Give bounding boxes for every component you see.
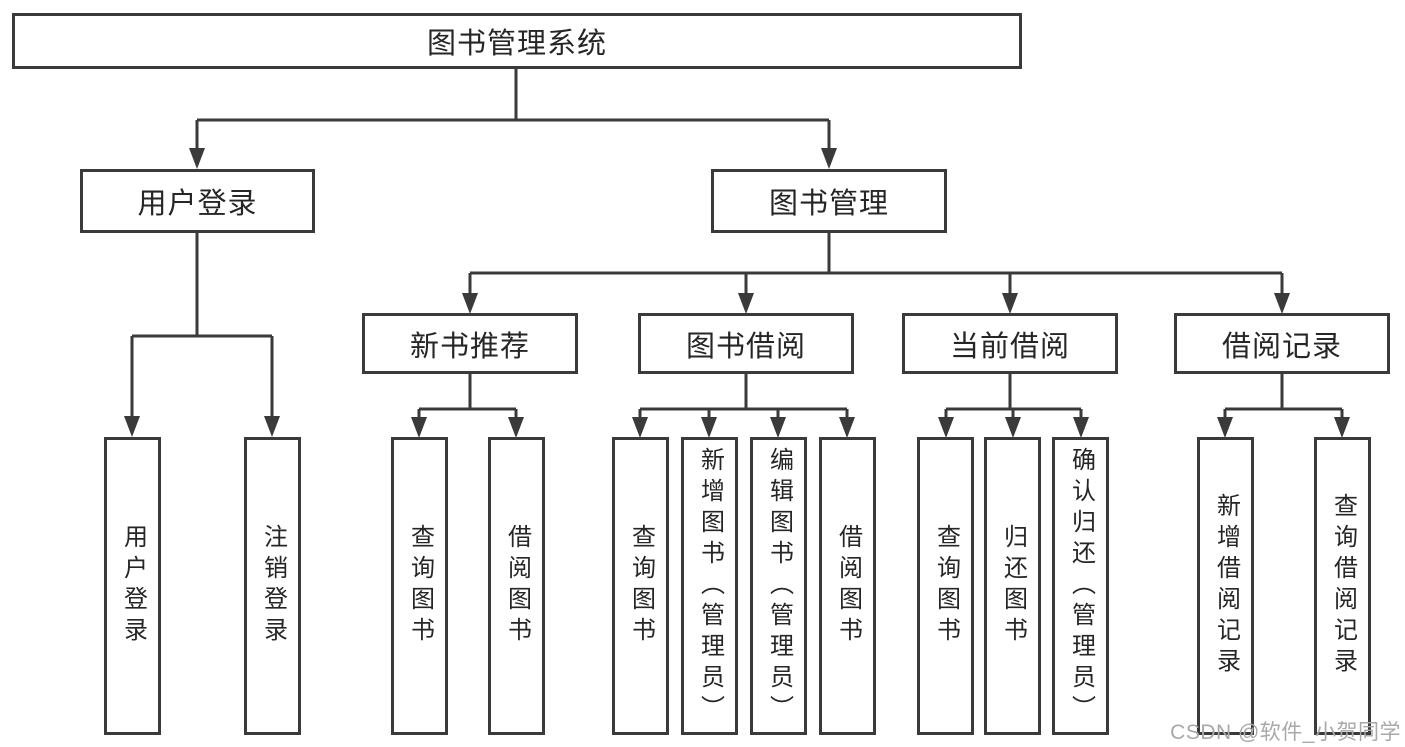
- node-label: 归还图书: [999, 524, 1027, 648]
- arrow-head: [821, 148, 837, 169]
- node-label: 新增图书（管理员）: [696, 446, 724, 726]
- node-label: 借阅图书: [834, 524, 862, 648]
- node-label: 查询图书: [627, 524, 655, 648]
- node-label: 图书管理: [768, 188, 889, 220]
- arrow-head: [1217, 417, 1233, 438]
- node-book-borrowing: 图书借阅: [638, 313, 854, 374]
- arrow-head: [124, 416, 140, 437]
- node-label: 确认归还（管理员）: [1067, 446, 1095, 726]
- node-add-book-admin: 新增图书（管理员）: [681, 437, 738, 735]
- arrow-head: [738, 293, 754, 314]
- arrow-head: [701, 417, 717, 438]
- arrow-head: [508, 417, 524, 438]
- node-label: 查询借阅记录: [1329, 493, 1357, 679]
- node-new-book-recommendation: 新书推荐: [362, 313, 578, 374]
- watermark: CSDN @软件_小贺同学: [1170, 721, 1401, 744]
- node-return-books: 归还图书: [984, 437, 1041, 735]
- node-label: 图书管理系统: [426, 28, 607, 60]
- node-label: 借阅记录: [1221, 330, 1342, 363]
- arrow-head: [632, 417, 648, 438]
- arrow-head: [189, 148, 205, 169]
- node-query-books-borrowing: 查询图书: [612, 437, 669, 735]
- arrow-head: [770, 417, 786, 438]
- arrow-head: [839, 417, 855, 438]
- node-library-management-system: 图书管理系统: [12, 13, 1022, 69]
- node-borrow-books-leaf: 借阅图书: [819, 437, 876, 735]
- arrow-head: [1274, 293, 1290, 314]
- node-label: 当前借阅: [949, 330, 1070, 363]
- node-logout-leaf: 注销登录: [244, 437, 301, 735]
- arrow-head: [1334, 417, 1350, 438]
- node-label: 新书推荐: [409, 330, 530, 363]
- node-label: 查询图书: [932, 524, 960, 648]
- node-current-borrowing: 当前借阅: [902, 313, 1118, 374]
- arrow-head: [1005, 417, 1021, 438]
- node-label: 查询图书: [406, 524, 434, 648]
- node-label: 借阅图书: [503, 524, 531, 648]
- node-confirm-return-admin: 确认归还（管理员）: [1052, 437, 1109, 735]
- arrow-head: [411, 417, 427, 438]
- node-label: 用户登录: [137, 188, 258, 220]
- arrow-head: [462, 293, 478, 314]
- node-user-login: 用户登录: [80, 169, 315, 233]
- node-add-borrow-record: 新增借阅记录: [1197, 437, 1254, 735]
- node-label: 注销登录: [259, 524, 287, 648]
- node-label: 新增借阅记录: [1212, 493, 1240, 679]
- node-label: 编辑图书（管理员）: [765, 446, 793, 726]
- node-borrow-books-recommendation: 借阅图书: [488, 437, 545, 735]
- node-query-books-recommendation: 查询图书: [391, 437, 448, 735]
- node-label: 用户登录: [119, 524, 147, 648]
- node-query-borrow-record: 查询借阅记录: [1314, 437, 1371, 735]
- arrow-heads: [124, 148, 1350, 438]
- node-query-books-current: 查询图书: [917, 437, 974, 735]
- arrow-head: [938, 417, 954, 438]
- arrow-head: [1073, 417, 1089, 438]
- node-book-management: 图书管理: [711, 169, 947, 233]
- node-label: 图书借阅: [685, 330, 806, 363]
- node-borrowing-records: 借阅记录: [1174, 313, 1390, 374]
- node-edit-book-admin: 编辑图书（管理员）: [750, 437, 807, 735]
- arrow-head: [1002, 293, 1018, 314]
- node-user-login-leaf: 用户登录: [104, 437, 161, 735]
- arrow-head: [264, 416, 280, 437]
- connector-path: [130, 69, 1344, 420]
